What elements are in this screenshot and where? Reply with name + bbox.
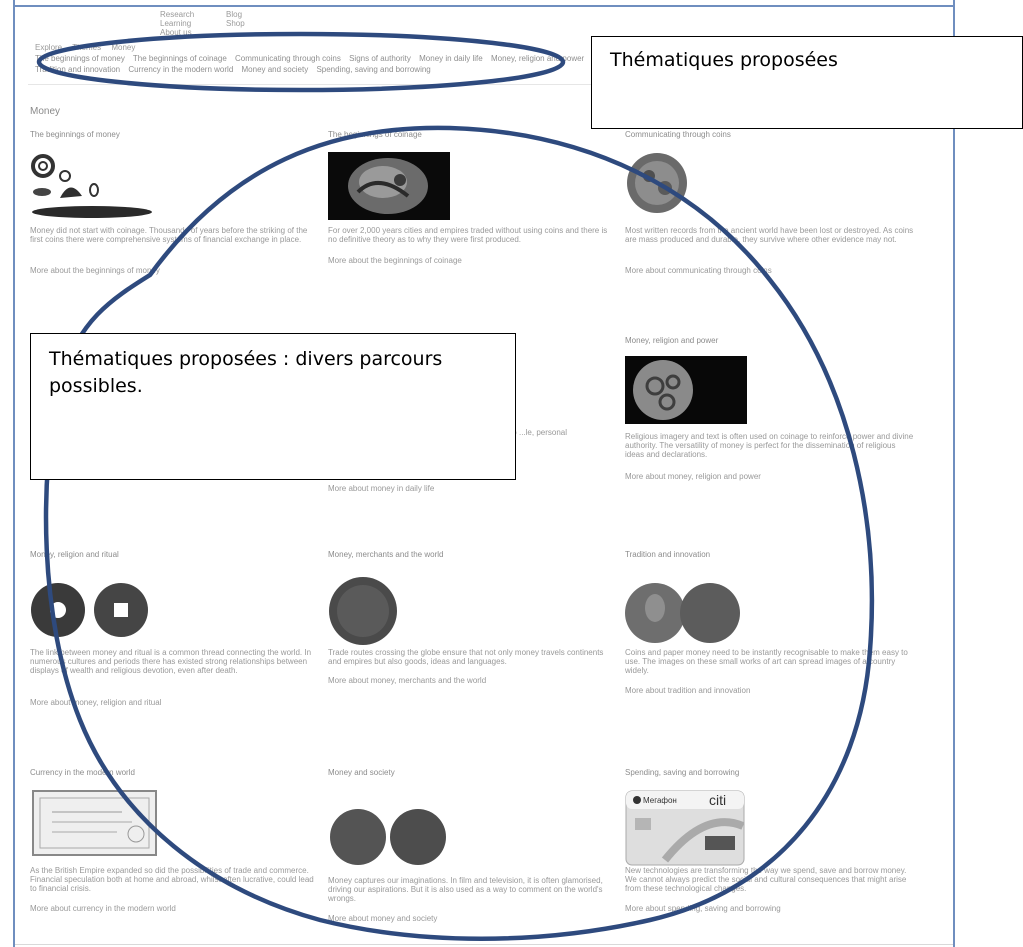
card-title[interactable]: The beginnings of coinage <box>328 130 422 139</box>
theme-link[interactable]: Money, religion and power <box>490 54 585 63</box>
card-more-link[interactable]: More about spending, saving and borrowin… <box>625 904 781 913</box>
society-coins-image <box>330 809 446 865</box>
banknote-image <box>32 790 157 856</box>
card-image-money-merchants[interactable] <box>328 576 398 651</box>
card-more-link[interactable]: More about money, religion and power <box>625 472 761 481</box>
theme-link[interactable]: Currency in the modern world <box>128 65 234 74</box>
nav-link-about[interactable]: About us <box>160 28 192 37</box>
card-title[interactable]: Communicating through coins <box>625 130 731 139</box>
top-nav-column-2: Blog Shop <box>226 10 245 28</box>
nav-link-research[interactable]: Research <box>160 10 195 19</box>
card-description: The link between money and ritual is a c… <box>30 648 312 675</box>
holed-coins-image <box>31 583 148 637</box>
theme-link[interactable]: Spending, saving and borrowing <box>316 65 431 74</box>
merchant-coin-image <box>329 577 397 645</box>
card-description: Religious imagery and text is often used… <box>625 432 914 459</box>
theme-link[interactable]: The beginnings of coinage <box>132 54 227 63</box>
breadcrumb-themes[interactable]: Themes <box>72 43 102 52</box>
card-description: Trade routes crossing the globe ensure t… <box>328 648 604 666</box>
card-title[interactable]: Money, religion and ritual <box>30 550 119 559</box>
theme-link[interactable]: Money and society <box>241 65 309 74</box>
callout-top: Thématiques proposées <box>591 36 1023 129</box>
card-title[interactable]: Spending, saving and borrowing <box>625 768 740 777</box>
card-description: Most written records from the ancient wo… <box>625 226 914 244</box>
theme-menu: The beginnings of money The beginnings o… <box>35 53 615 75</box>
browser-page-frame <box>13 0 955 947</box>
card-more-link[interactable]: More about money, religion and ritual <box>30 698 162 707</box>
card-more-link[interactable]: More about money and society <box>328 914 438 923</box>
ancient-coin-image <box>627 153 687 213</box>
card-image-spending-saving-borrowing[interactable]: Мегафон citi <box>625 790 745 871</box>
medal-coins-image <box>625 583 740 643</box>
card-description: New technologies are transforming the wa… <box>625 866 907 893</box>
card-image-money-and-society[interactable] <box>328 808 450 871</box>
frame-bottom-border <box>15 944 953 945</box>
card-description: Money did not start with coinage. Thousa… <box>30 226 308 244</box>
card-more-link[interactable]: More about communicating through coins <box>625 266 772 275</box>
card-title[interactable]: Tradition and innovation <box>625 550 711 559</box>
card-description: Money captures our imaginations. In film… <box>328 876 603 903</box>
card-title[interactable]: Currency in the modern world <box>30 768 135 777</box>
card-brand-left-text: Мегафон <box>643 796 677 805</box>
card-more-link[interactable]: More about money in daily life <box>328 484 435 493</box>
card-image-communicating-through-coins[interactable] <box>625 150 689 221</box>
card-description: Coins and paper money need to be instant… <box>625 648 908 675</box>
card-title[interactable]: The beginnings of money <box>30 130 120 139</box>
breadcrumb: Explore Themes Money <box>35 43 143 52</box>
card-description: For over 2,000 years cities and empires … <box>328 226 608 244</box>
lion-coin-image <box>328 152 450 220</box>
nav-link-blog[interactable]: Blog <box>226 10 243 19</box>
card-more-link[interactable]: More about the beginnings of coinage <box>328 256 462 265</box>
callout-top-text: Thématiques proposées <box>610 49 838 71</box>
card-title[interactable]: Money, merchants and the world <box>328 550 444 559</box>
card-image-beginnings-of-coinage[interactable] <box>328 152 450 225</box>
theme-link[interactable]: Money in daily life <box>419 54 483 63</box>
card-image-currency-modern-world[interactable] <box>32 790 157 861</box>
celtic-coin-image <box>625 356 747 424</box>
section-title: Money <box>30 106 61 117</box>
theme-link[interactable]: Signs of authority <box>349 54 411 63</box>
breadcrumb-money[interactable]: Money <box>111 43 136 52</box>
card-image-tradition-innovation[interactable] <box>625 582 741 649</box>
money-objects-image <box>31 154 152 218</box>
card-image-beginnings-of-money[interactable] <box>30 152 155 229</box>
card-description: As the British Empire expanded so did th… <box>30 866 314 893</box>
callout-middle-text: Thématiques proposées : divers parcours … <box>49 348 443 397</box>
theme-link[interactable]: Communicating through coins <box>235 54 341 63</box>
nav-link-shop[interactable]: Shop <box>226 19 245 28</box>
theme-link[interactable]: The beginnings of money <box>35 54 125 63</box>
top-nav-column-1: Research Learning About us <box>160 10 194 37</box>
card-more-link[interactable]: More about tradition and innovation <box>625 686 751 695</box>
card-title[interactable]: Money, religion and power <box>625 336 719 345</box>
breadcrumb-explore[interactable]: Explore <box>35 43 63 52</box>
nav-link-learning[interactable]: Learning <box>160 19 192 28</box>
card-title[interactable]: Money and society <box>328 768 395 777</box>
frame-top-border <box>15 5 953 7</box>
theme-link[interactable]: Tradition and innovation <box>35 65 121 74</box>
card-more-link[interactable]: More about currency in the modern world <box>30 904 176 913</box>
card-brand-right-text: citi <box>709 792 726 808</box>
card-more-link[interactable]: More about money, merchants and the worl… <box>328 676 487 685</box>
credit-card-image: Мегафон citi <box>625 790 745 866</box>
card-image-money-religion-ritual[interactable] <box>30 582 155 645</box>
card-image-money-religion-power[interactable] <box>625 356 747 429</box>
card-more-link[interactable]: More about the beginnings of money <box>30 266 160 275</box>
callout-middle: Thématiques proposées : divers parcours … <box>30 333 516 480</box>
